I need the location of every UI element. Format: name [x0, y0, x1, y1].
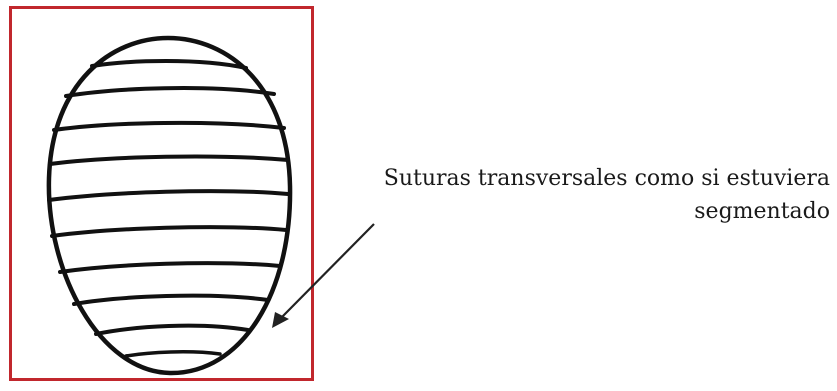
callout-arrowhead: [272, 312, 289, 328]
suture-line-3: [54, 123, 284, 130]
suture-line-8: [74, 296, 268, 304]
suture-line-2: [66, 88, 274, 96]
suture-line-10: [126, 352, 220, 356]
suture-line-9: [96, 326, 248, 334]
callout-arrow-line: [281, 224, 374, 318]
suture-line-6: [52, 227, 286, 236]
suture-line-1: [92, 61, 246, 68]
callout-text: Suturas transversales como si estuviera …: [330, 162, 830, 228]
callout-text-line-1: Suturas transversales como si estuviera: [330, 162, 830, 195]
suture-line-7: [60, 263, 280, 272]
callout-text-line-2: segmentado: [330, 195, 830, 228]
suture-line-4: [50, 157, 288, 164]
suture-line-5: [49, 191, 288, 200]
